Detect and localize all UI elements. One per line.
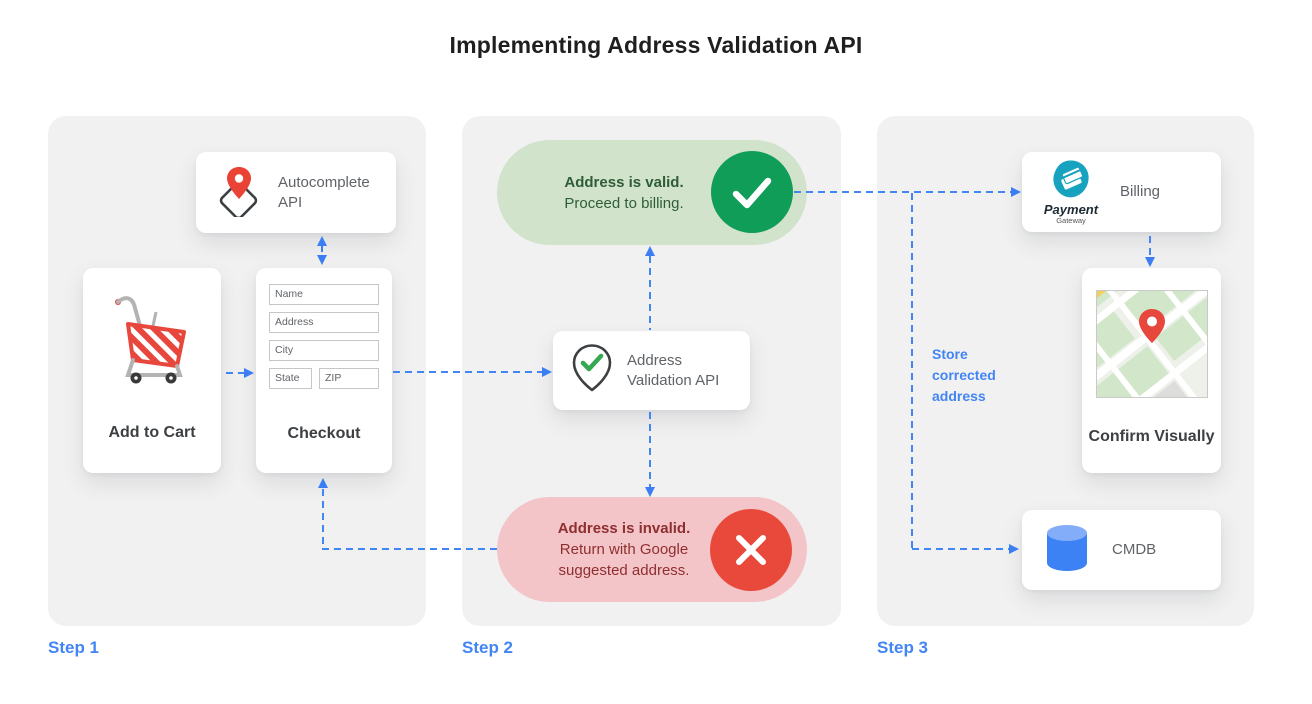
payment-gateway-logo: Payment Gateway [1040,159,1102,225]
city-field: City [269,340,379,361]
address-valid-pill: Address is valid. Proceed to billing. [497,140,807,245]
payment-logo-title: Payment [1043,202,1099,217]
state-field: State [269,368,312,389]
add-to-cart-card: Add to Cart [83,268,221,473]
autocomplete-api-label: Autocomplete API [278,174,370,211]
page-title: Implementing Address Validation API [449,32,863,58]
validation-pin-icon [571,343,613,398]
step2-label: Step 2 [462,638,514,657]
address-field: Address [269,312,379,333]
add-to-cart-label: Add to Cart [108,424,196,441]
billing-label: Billing [1120,183,1161,201]
autocomplete-api-card: Autocomplete API [196,152,396,233]
name-field: Name [269,284,379,305]
payment-logo-subtitle: Gateway [1056,216,1086,225]
checkout-card: Name Address City State ZIP Checkout [256,268,392,473]
cmdb-card: CMDB [1022,510,1221,590]
shopping-cart-icon [104,290,200,391]
invalid-subtitle: Return with Google suggested address. [558,541,690,579]
cross-circle-icon [710,509,792,591]
address-validation-api-card: Address Validation API [553,331,750,410]
valid-subtitle: Proceed to billing. [564,194,684,212]
valid-title: Address is valid. [564,173,684,191]
billing-card: Payment Gateway Billing [1022,152,1221,232]
database-cylinder-icon [1044,523,1090,578]
address-validation-api-label: Address Validation API [627,352,720,389]
store-corrected-address-note: Store corrected address [932,346,996,404]
map-thumbnail-with-pin [1095,290,1208,398]
checkout-label: Checkout [287,425,361,442]
confirm-visually-label: Confirm Visually [1088,428,1215,445]
zip-field: ZIP [319,368,379,389]
check-circle-icon [711,151,793,233]
step1-label: Step 1 [48,638,100,657]
cmdb-label: CMDB [1112,541,1157,559]
step3-label: Step 3 [877,638,929,657]
invalid-title: Address is invalid. [557,520,691,537]
confirm-visually-card: Confirm Visually [1082,268,1221,473]
address-invalid-pill: Address is invalid. Return with Google s… [497,497,807,602]
autocomplete-pin-icon [214,163,264,222]
